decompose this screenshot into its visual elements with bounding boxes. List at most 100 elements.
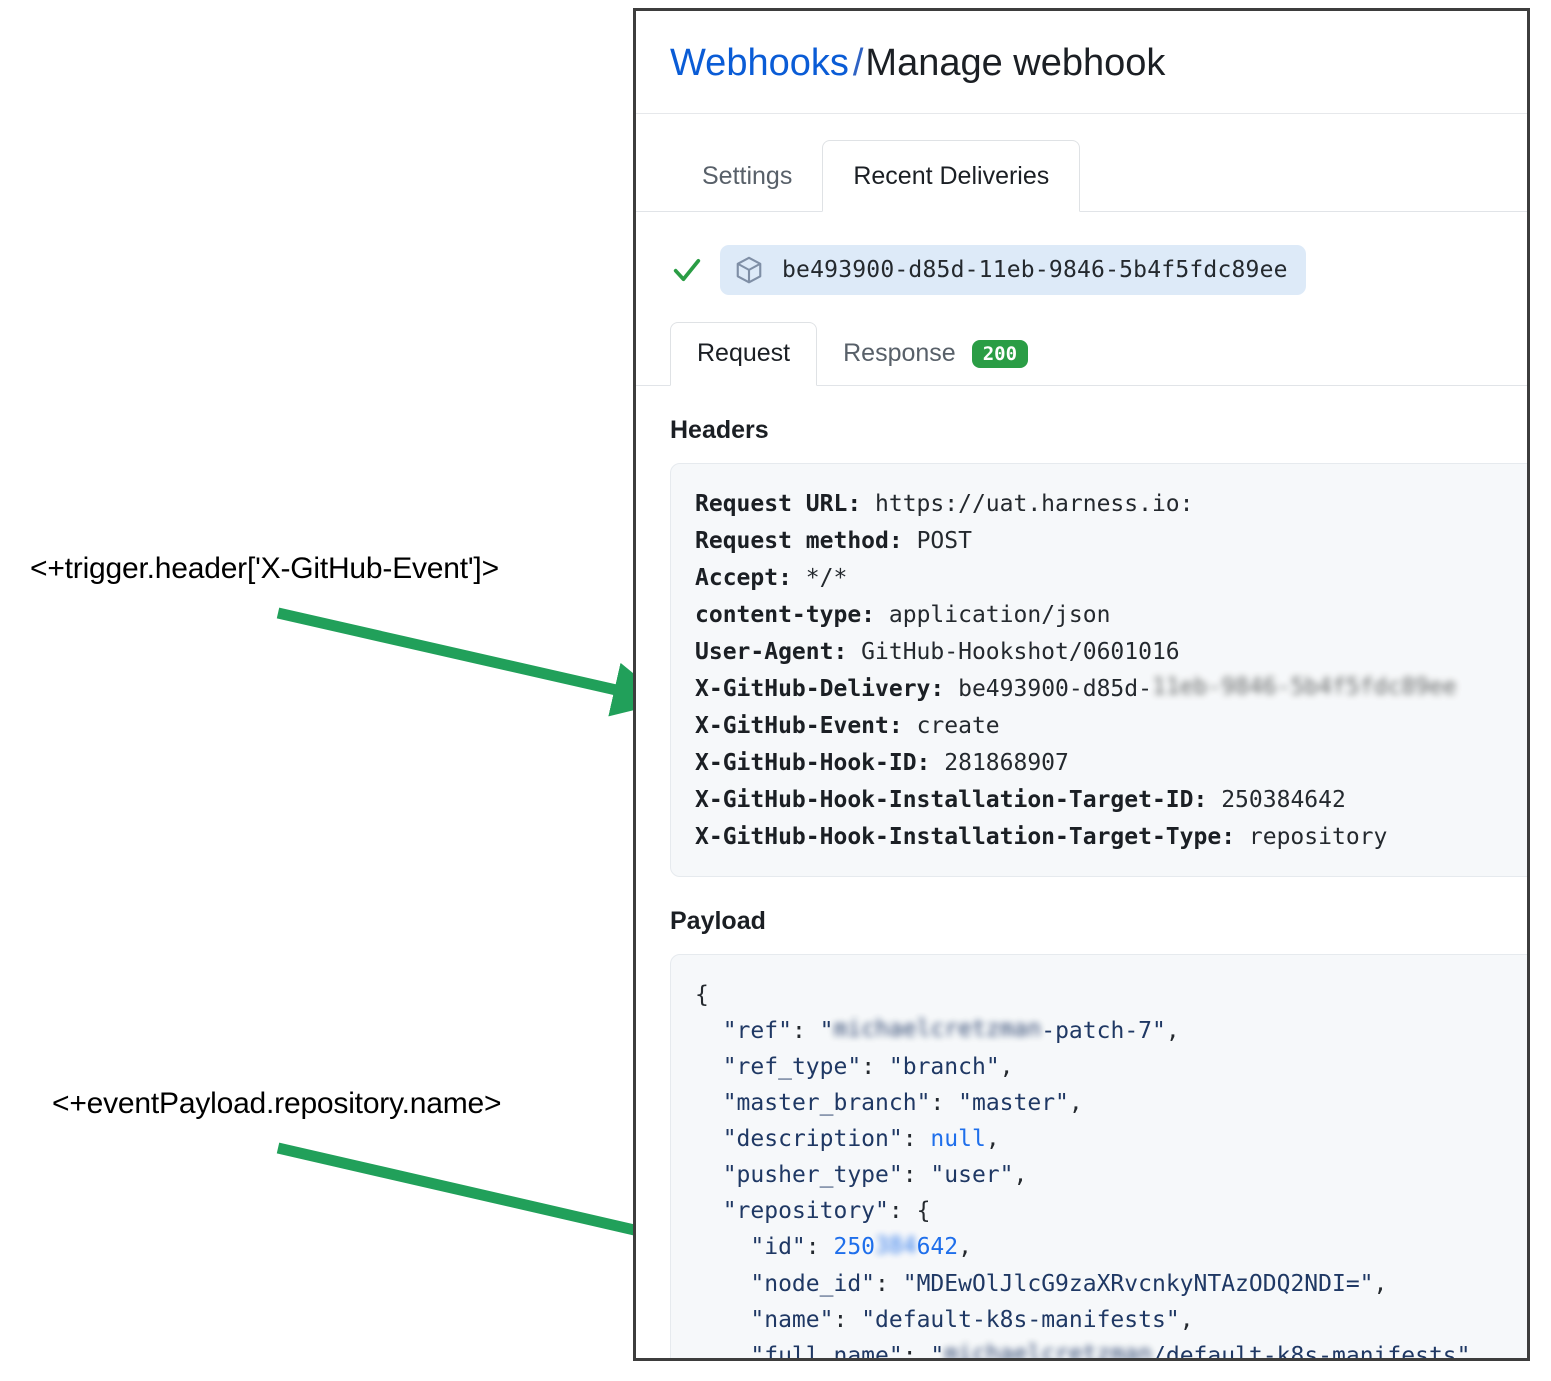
delivery-id-chip[interactable]: be493900-d85d-11eb-9846-5b4f5fdc89ee — [720, 244, 1306, 295]
payload-token-punct: , — [1165, 1017, 1180, 1044]
breadcrumb: Webhooks/Manage webhook — [670, 11, 1527, 113]
payload-indent — [695, 1126, 723, 1152]
subtab-request-label: Request — [697, 339, 791, 368]
payload-token-key: "repository" — [722, 1198, 889, 1225]
header-row: Accept: */* — [695, 560, 1527, 597]
payload-indent — [695, 1090, 723, 1116]
payload-token-punct: : — [902, 1342, 931, 1361]
payload-token-key: "ref" — [722, 1017, 792, 1044]
header-value: create — [916, 712, 1000, 739]
payload-token-redact-dark: michaelcretzman — [944, 1341, 1152, 1361]
breadcrumb-separator: / — [852, 42, 864, 84]
header-value: https://uat.harness.io: — [875, 490, 1194, 517]
payload-token-str: "MDEwOlJlcG9zaXRvcnkyNTAzODQ2NDI=" — [902, 1270, 1374, 1297]
payload-indent — [695, 1343, 750, 1358]
breadcrumb-link-webhooks[interactable]: Webhooks — [670, 42, 849, 84]
payload-token-str: " — [930, 1342, 945, 1361]
header-row: X-GitHub-Hook-ID: 281868907 — [695, 745, 1527, 782]
payload-line: "full_name": "michaelcretzman/default-k8… — [695, 1338, 1527, 1361]
cube-icon — [736, 256, 762, 283]
header-row: Request URL: https://uat.harness.io: — [695, 486, 1527, 523]
header-row: Request method: POST — [695, 523, 1527, 560]
header-row: X-GitHub-Event: create — [695, 708, 1527, 745]
payload-token-punct: , — [1373, 1270, 1388, 1297]
header-key: X-GitHub-Hook-Installation-Target-Type: — [695, 823, 1249, 850]
payload-token-str: "user" — [930, 1162, 1014, 1189]
payload-token-key: "node_id" — [750, 1270, 876, 1297]
payload-token-punct: : — [861, 1054, 889, 1081]
payload-token-str: "branch" — [888, 1054, 1000, 1081]
header-key: X-GitHub-Event: — [695, 712, 917, 739]
payload-token-punct: : — [875, 1270, 903, 1297]
webhook-panel: Webhooks/Manage webhook Settings Recent D… — [633, 8, 1530, 1361]
header-value: repository — [1248, 823, 1388, 850]
annotation-arrow-trigger-header — [276, 607, 669, 717]
payload-line: "node_id": "MDEwOlJlcG9zaXRvcnkyNTAzODQ2… — [695, 1266, 1527, 1302]
tab-settings[interactable]: Settings — [702, 161, 793, 190]
header-value: GitHub-Hookshot/0601016 — [861, 638, 1180, 665]
payload-indent — [695, 1307, 750, 1333]
payload-line: "ref": "michaelcretzman-patch-7", — [695, 1013, 1527, 1050]
header-key: X-GitHub-Delivery: — [695, 675, 959, 702]
payload-token-punct: , — [999, 1054, 1014, 1081]
header-key: X-GitHub-Hook-Installation-Target-ID: — [695, 786, 1222, 813]
payload-token-punct: : — [805, 1234, 834, 1261]
payload-indent — [695, 1018, 723, 1044]
annotation-event-payload: <+eventPayload.repository.name> — [52, 1087, 502, 1120]
payload-line: "id": 250384642, — [695, 1229, 1527, 1266]
delivery-subtabbar: Request Response 200 — [636, 321, 1527, 386]
delivery-row[interactable]: be493900-d85d-11eb-9846-5b4f5fdc89ee — [670, 244, 1527, 296]
payload-token-punct: , — [958, 1234, 972, 1261]
payload-token-punct: , — [1470, 1342, 1485, 1361]
header-key: content-type: — [695, 601, 889, 628]
payload-line: { — [695, 977, 1527, 1013]
payload-token-punct: , — [1068, 1090, 1083, 1117]
delivery-id-text: be493900-d85d-11eb-9846-5b4f5fdc89ee — [782, 256, 1288, 283]
payload-token-punct: : — [930, 1090, 959, 1117]
headers-code-box: Request URL: https://uat.harness.io:Requ… — [670, 462, 1527, 877]
payload-token-punct: : — [791, 1017, 820, 1044]
payload-token-punct: , — [985, 1126, 1000, 1153]
payload-token-key: "master_branch" — [722, 1090, 931, 1117]
header-row: User-Agent: GitHub-Hookshot/0601016 — [695, 634, 1527, 671]
header-value: */* — [805, 564, 848, 591]
payload-token-str: "master" — [958, 1090, 1069, 1117]
check-icon — [673, 258, 701, 281]
status-badge: 200 — [971, 339, 1029, 368]
payload-indent — [695, 1162, 723, 1188]
payload-token-str: /default-k8s-manifests" — [1152, 1342, 1471, 1361]
header-value: 281868907 — [944, 749, 1069, 776]
header-value: be493900-d85d- — [958, 675, 1152, 702]
subtab-response-label: Response — [843, 339, 956, 368]
header-key: Request method: — [695, 527, 917, 554]
payload-token-redact-dark: michaelcretzman — [833, 1016, 1042, 1043]
headers-section-label: Headers — [670, 415, 769, 444]
header-key: X-GitHub-Hook-ID: — [695, 749, 945, 776]
payload-code-box: { "ref": "michaelcretzman-patch-7", "ref… — [670, 953, 1527, 1361]
payload-indent — [695, 1054, 723, 1080]
subtab-request[interactable]: Request — [670, 321, 818, 386]
payload-indent — [695, 1198, 723, 1224]
payload-line: "description": null, — [695, 1121, 1527, 1157]
payload-section-label: Payload — [670, 906, 766, 935]
tab-recent-deliveries[interactable]: Recent Deliveries — [822, 139, 1081, 212]
payload-token-key: "full_name" — [750, 1342, 903, 1361]
subtab-response[interactable]: Response 200 — [817, 322, 1054, 386]
payload-token-num: 250 — [833, 1234, 876, 1261]
payload-token-punct: : — [902, 1126, 931, 1153]
payload-line: "master_branch": "master", — [695, 1085, 1527, 1121]
breadcrumb-divider — [636, 112, 1527, 114]
payload-line: "name": "default-k8s-manifests", — [695, 1302, 1527, 1338]
header-value: application/json — [888, 601, 1111, 628]
header-row: content-type: application/json — [695, 597, 1527, 634]
payload-token-punct: { — [695, 981, 709, 1008]
header-key: Request URL: — [695, 490, 876, 517]
payload-token-key: "description" — [722, 1126, 903, 1153]
payload-token-lit: null — [930, 1126, 986, 1153]
payload-line: "pusher_type": "user", — [695, 1157, 1527, 1193]
payload-token-str: -patch-7" — [1041, 1017, 1166, 1044]
payload-token-punct: : — [902, 1162, 931, 1189]
payload-token-str: "default-k8s-manifests" — [861, 1306, 1180, 1333]
payload-token-num: 642 — [916, 1234, 959, 1261]
header-row: X-GitHub-Hook-Installation-Target-Type: … — [695, 819, 1527, 856]
